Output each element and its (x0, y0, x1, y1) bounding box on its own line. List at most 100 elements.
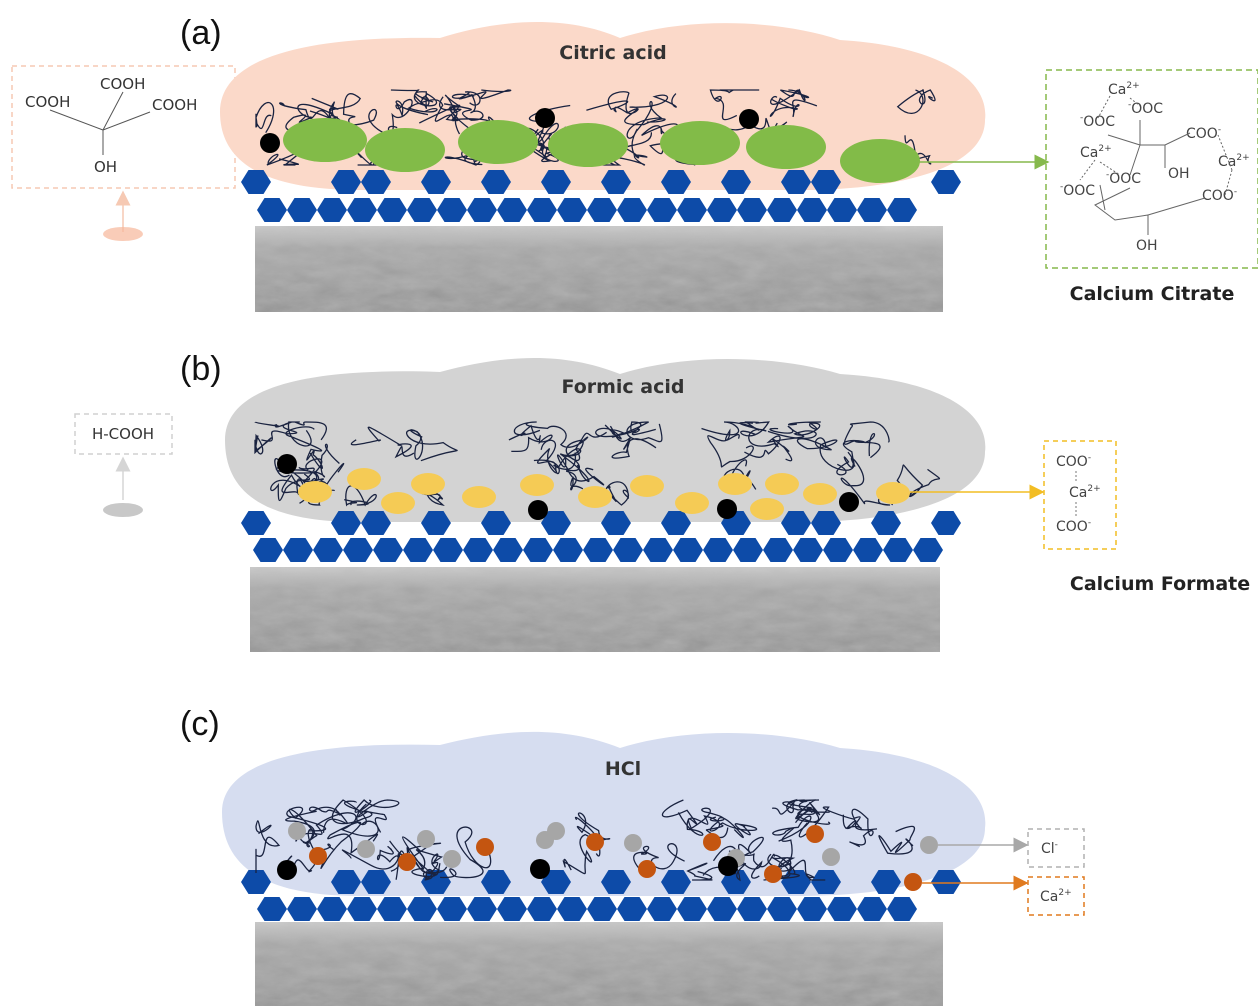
particle (283, 118, 367, 162)
hexagon-grain (343, 538, 373, 562)
panel-b: (b) H-COOH Formic acid (74, 350, 1250, 652)
particle (904, 873, 922, 891)
black-particle (277, 454, 297, 474)
hexagon-grain (853, 538, 883, 562)
hexagon-grain (527, 897, 557, 921)
hexagon-layer-a (241, 170, 961, 222)
particle (443, 850, 461, 868)
black-particle (277, 860, 297, 880)
formic-acid-structure: H-COOH (74, 413, 173, 517)
particle (660, 121, 740, 165)
hexagon-grain (361, 870, 391, 894)
particle (462, 486, 496, 508)
hexagon-grain (617, 897, 647, 921)
calcium-citrate-label: Calcium Citrate (1070, 283, 1235, 305)
hexagon-grain (331, 870, 361, 894)
particle (298, 481, 332, 503)
citric-source-blob (103, 227, 143, 241)
panel-a-label: (a) (180, 14, 222, 52)
hexagon-grain (557, 897, 587, 921)
substrate-a-texture (255, 226, 943, 312)
hexagon-grain (481, 870, 511, 894)
hexagon-grain (677, 897, 707, 921)
calcium-formate-structure: COO- Ca2+ COO- (1043, 440, 1117, 550)
citric-group-oh: OH (94, 158, 117, 176)
hexagon-grain (647, 198, 677, 222)
hexagon-grain (553, 538, 583, 562)
hexagon-grain (793, 538, 823, 562)
hexagon-grain (317, 897, 347, 921)
hexagon-grain (733, 538, 763, 562)
hexagon-grain (601, 870, 631, 894)
coo-label: COO- (1056, 518, 1091, 535)
citric-acid-structure: COOH COOH COOH OH (11, 65, 236, 241)
hexagon-grain (887, 198, 917, 222)
black-particle (718, 856, 738, 876)
citrate-bonds (1094, 120, 1206, 235)
black-particle (530, 859, 550, 879)
particle (750, 498, 784, 520)
chloride-ion-box: Cl- (1027, 828, 1085, 868)
hexagon-grain (527, 198, 557, 222)
calcium-citrate-structure: Ca2+ -OOC -OOC COO- Ca2+ Ca2+ OH -OOC -O… (1045, 69, 1258, 269)
particle (288, 822, 306, 840)
hexagon-grain (767, 198, 797, 222)
particle (548, 123, 628, 167)
calcium-ion-box: Ca2+ (1027, 876, 1085, 916)
particle (578, 486, 612, 508)
citric-bonds (49, 91, 151, 155)
ca-label: Ca2+ (1069, 484, 1101, 501)
hexagon-grain (797, 198, 827, 222)
particle (365, 128, 445, 172)
chloride-box (1027, 828, 1085, 868)
citric-acid-title: Citric acid (559, 42, 667, 64)
hexagon-grain (541, 170, 571, 194)
panel-a: (a) COOH COOH COOH OH Citric acid (11, 14, 1258, 312)
calcium-ion-particles (309, 825, 922, 891)
formic-acid-formula: H-COOH (92, 425, 154, 443)
hexagon-grain (883, 538, 913, 562)
particle (718, 473, 752, 495)
hexagon-grain (421, 511, 451, 535)
hexagon-grain (583, 538, 613, 562)
hexagon-grain (781, 511, 811, 535)
hexagon-grain (721, 870, 751, 894)
hexagon-grain (257, 198, 287, 222)
hexagon-grain (377, 198, 407, 222)
black-particle (839, 492, 859, 512)
substrate-c-texture (255, 922, 943, 1006)
particle (803, 483, 837, 505)
hexagon-grain (437, 198, 467, 222)
chloride-label: Cl- (1041, 840, 1058, 857)
particle (347, 468, 381, 490)
hexagon-grain (643, 538, 673, 562)
hexagon-grain (317, 198, 347, 222)
polymer-fibers (255, 798, 916, 882)
hexagon-grain (931, 511, 961, 535)
panel-c-label: (c) (180, 705, 220, 743)
ooc-label: -OOC (1106, 170, 1141, 187)
ooc-label: -OOC (1080, 113, 1115, 130)
particle (417, 830, 435, 848)
hexagon-grain (523, 538, 553, 562)
hexagon-grain (347, 198, 377, 222)
hexagon-grain (857, 897, 887, 921)
substrate-b-texture (250, 567, 940, 652)
particle (520, 474, 554, 496)
hexagon-grain (331, 170, 361, 194)
calcium-formate-particles (298, 468, 910, 520)
coo-label: COO- (1186, 125, 1221, 142)
hexagon-grain (407, 897, 437, 921)
particle (624, 834, 642, 852)
citric-group-2: COOH (100, 75, 145, 93)
citrate-coordination (1079, 95, 1233, 196)
hexagon-grain (673, 538, 703, 562)
hexagon-grain (827, 198, 857, 222)
particle (703, 833, 721, 851)
hexagon-grain (931, 870, 961, 894)
hexagon-grain (493, 538, 523, 562)
hexagon-grain (361, 170, 391, 194)
particle (840, 139, 920, 183)
polymer-network-c (255, 798, 916, 882)
calcium-formate-box (1043, 440, 1117, 550)
